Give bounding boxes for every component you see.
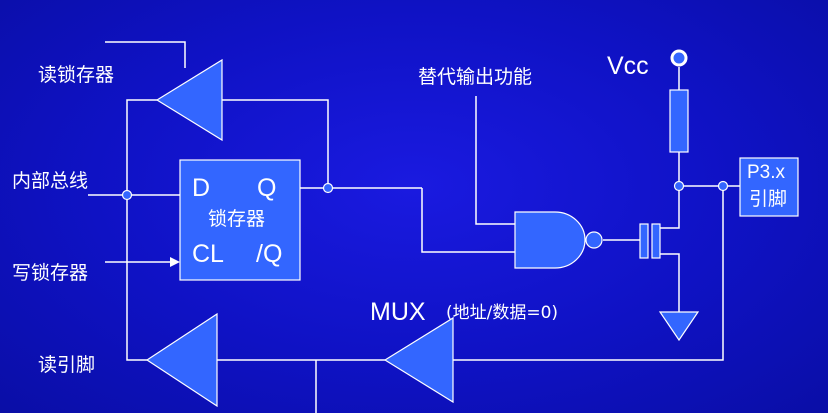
latch-name: 锁存器 — [208, 208, 266, 230]
internal-bus-label: 内部总线 — [12, 170, 89, 192]
nand-bubble — [585, 231, 603, 249]
junction-pin — [717, 180, 729, 192]
nand-gate — [514, 211, 586, 269]
write-latch-label: 写锁存器 — [12, 262, 89, 284]
junction-q-output — [322, 182, 334, 194]
ground-icon — [658, 311, 700, 342]
pull-up-resistor — [669, 89, 689, 153]
alt-output-label: 替代输出功能 — [418, 66, 533, 88]
read-latch-label: 读锁存器 — [38, 64, 115, 86]
latch-box — [179, 159, 301, 281]
read-pin-buffer — [145, 312, 218, 408]
wires — [88, 41, 740, 413]
junction-internal-bus — [121, 189, 133, 201]
mux-note-label: (地址/数据=0) — [446, 303, 559, 323]
junction-drain — [673, 180, 685, 192]
pin-box — [739, 157, 799, 217]
vcc-terminal-icon — [670, 49, 688, 67]
latch-d-pin: D — [192, 174, 211, 202]
pin-suffix-label: 引脚 — [749, 188, 788, 210]
transistor-gate — [639, 223, 649, 259]
write-latch-arrow — [170, 257, 180, 267]
pin-name-label: P3.x — [747, 162, 786, 183]
mux-buffer — [383, 316, 454, 404]
junction-dots — [121, 180, 729, 201]
latch-cl-pin: CL — [192, 240, 224, 268]
read-pin-label: 读引脚 — [38, 354, 96, 376]
mux-label: MUX — [370, 298, 426, 326]
transistor-channel — [651, 223, 661, 259]
latch-q-pin: Q — [257, 174, 277, 202]
read-latch-buffer — [155, 58, 223, 142]
vcc-label: Vcc — [607, 52, 649, 80]
latch-qbar-pin: /Q — [256, 240, 283, 268]
